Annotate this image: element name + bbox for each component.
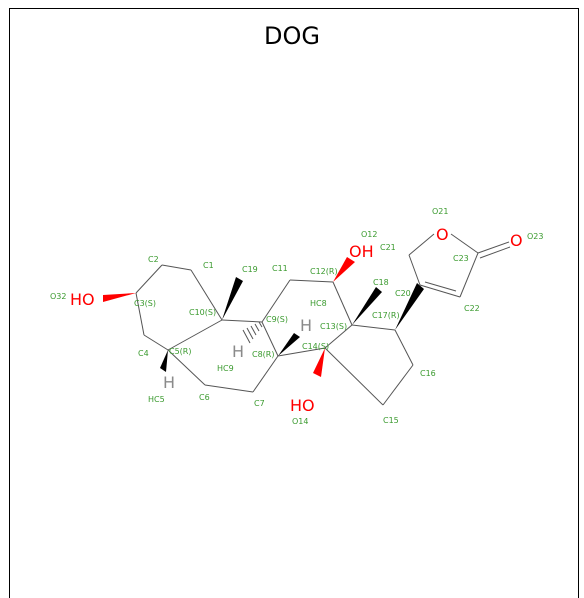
atom-label-c23: C23 [453, 254, 469, 263]
bond-c5-c6 [167, 349, 206, 386]
bond-c13-c14 [324, 324, 353, 349]
symbol-o-23: O [510, 231, 523, 250]
bond-c15-c16 [382, 364, 414, 406]
atom-label-c18: C18 [373, 278, 389, 287]
atom-label-c6: C6 [199, 393, 210, 402]
symbol-oh-14: HO [290, 396, 315, 415]
atom-label-c17: C17(R) [372, 311, 400, 320]
atom-label-hc9: HC9 [217, 364, 234, 373]
atom-label-o23: O23 [527, 232, 543, 241]
symbol-o-21: O [436, 225, 449, 244]
bond-c8-c9 [261, 321, 279, 357]
symbol-h-5: H [163, 373, 175, 392]
wedge-c14-o14 [313, 348, 325, 377]
bond-c23-o23-double [479, 246, 511, 259]
bond-c3-c4 [135, 292, 145, 336]
bond-c2-c3 [135, 264, 163, 294]
atom-label-c20: C20 [395, 289, 411, 298]
atom-label-c13: C13(S) [320, 322, 347, 331]
atom-label-o21: O21 [432, 207, 448, 216]
bond-c14-c15 [324, 347, 384, 406]
atom-label-c3: C3(S) [134, 299, 156, 308]
bond-c21-o21 [408, 233, 435, 256]
wedge-c17-c20 [395, 283, 424, 330]
bond-c17-c13 [351, 324, 396, 331]
symbol-h-8: H [300, 316, 312, 335]
bond-c22-c20-double [424, 281, 457, 292]
wedge-c3-o32 [103, 293, 136, 302]
atom-label-c4: C4 [138, 349, 149, 358]
atom-label-c15: C15 [383, 416, 399, 425]
wedge-c8-hc8 [278, 333, 300, 356]
atom-label-c10: C10(S) [189, 308, 216, 317]
diagram-frame [9, 8, 579, 598]
bond-c10-c1 [190, 269, 223, 321]
atom-label-c1: C1 [203, 261, 214, 270]
bond-c4-c5 [143, 334, 169, 351]
hash-c9-hc9 [242, 321, 263, 344]
bond-c6-c7 [204, 384, 254, 393]
atom-label-o14: O14 [292, 417, 308, 426]
atom-label-c8: C8(R) [252, 350, 274, 359]
atom-label-c2: C2 [148, 255, 159, 264]
bond-c20-c21 [408, 254, 421, 286]
atom-label-hc8: HC8 [310, 299, 327, 308]
bond-c1-c2 [161, 264, 192, 271]
bond-c7-c8 [252, 355, 279, 393]
atom-label-c14: C14(S) [302, 342, 329, 351]
bond-c23-o23 [477, 241, 510, 254]
bond-c9-c11 [261, 279, 291, 323]
atom-label-o12: O12 [361, 230, 377, 239]
atom-label-c7: C7 [254, 399, 265, 408]
bond-c16-c17 [394, 329, 414, 366]
atom-label-c22: C22 [464, 304, 480, 313]
wedge-c13-c18 [352, 287, 382, 325]
bond-c23-c22 [459, 252, 479, 298]
atom-label-c9: C9(S) [266, 315, 288, 324]
atom-label-c21: C21 [380, 243, 396, 252]
bond-c9-c10 [221, 319, 263, 323]
symbol-oh-12: OH [349, 242, 374, 261]
symbol-h-9: H [232, 342, 244, 361]
bond-c22-c20 [419, 284, 461, 298]
diagram-title: DOG [264, 22, 320, 50]
atom-label-c11: C11 [272, 264, 288, 273]
bond-c11-c12 [289, 279, 334, 283]
atom-label-c16: C16 [420, 369, 436, 378]
bond-c5-c10 [167, 319, 223, 351]
symbol-oh-3: HO [70, 290, 95, 309]
bond-c14-c8 [277, 347, 326, 357]
wedge-c5-hc5 [160, 350, 168, 372]
atom-label-c5: C5(R) [169, 347, 191, 356]
atom-label-hc5: HC5 [148, 395, 165, 404]
atom-label-c12: C12(R) [310, 267, 338, 276]
bond-c12-c13 [332, 281, 353, 326]
wedge-c12-o12 [333, 257, 355, 282]
wedge-c10-c19 [222, 277, 243, 320]
atom-label-o32: O32 [50, 292, 66, 301]
bond-o21-c23 [450, 233, 479, 254]
atom-label-c19: C19 [242, 265, 258, 274]
